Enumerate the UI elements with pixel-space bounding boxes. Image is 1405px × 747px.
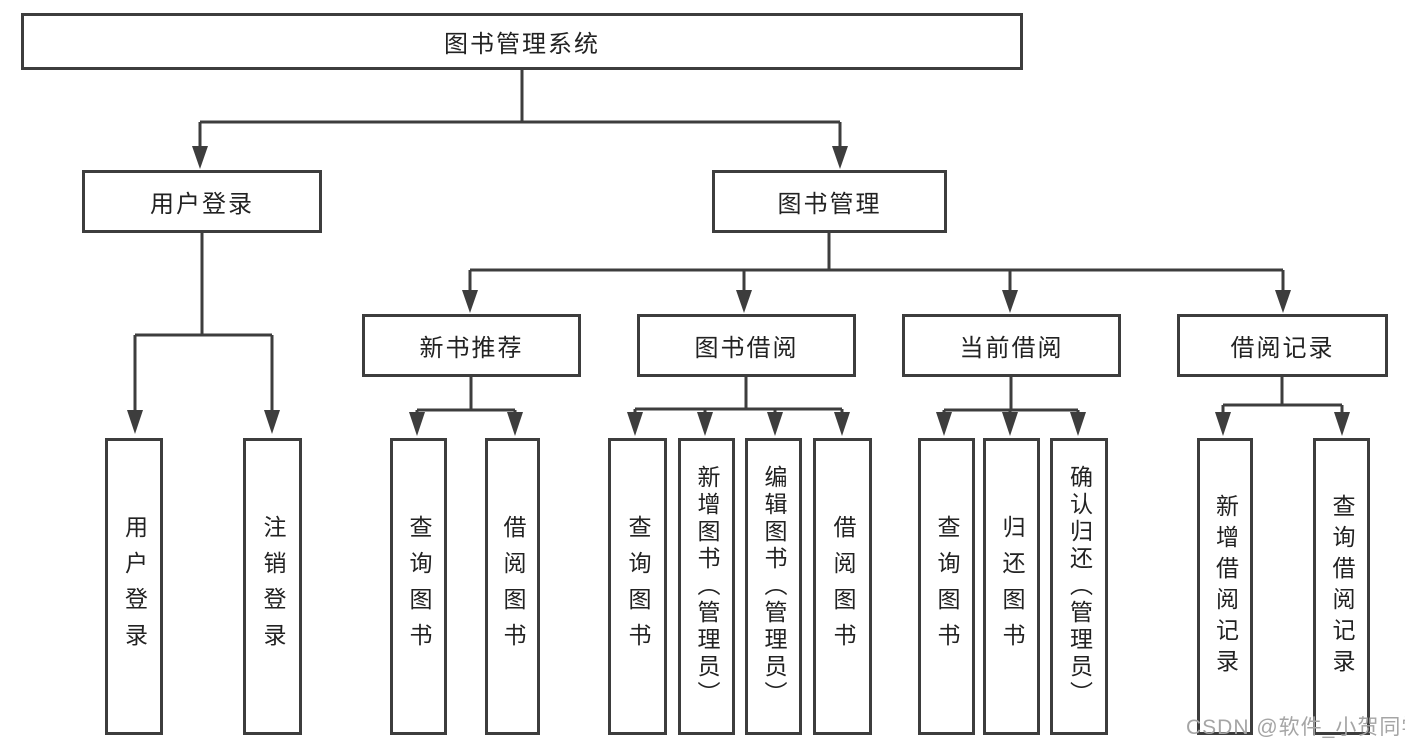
node-root: 图书管理系统 xyxy=(21,13,1023,70)
leaf-return-books: 归还图书 xyxy=(983,438,1040,735)
leaf-borrow-books-borrowing: 借阅图书 xyxy=(813,438,872,735)
leaf-query-books-borrowing: 查询图书 xyxy=(608,438,667,735)
node-book-management: 图书管理 xyxy=(712,170,947,233)
watermark: CSDN @软件_小贺同学 xyxy=(1186,716,1405,739)
leaf-add-book-admin: 新增图书（管理员） xyxy=(678,438,735,735)
leaf-add-borrow-record: 新增借阅记录 xyxy=(1197,438,1253,735)
leaf-borrow-books-recommend: 借阅图书 xyxy=(485,438,540,735)
leaf-query-borrow-record: 查询借阅记录 xyxy=(1313,438,1370,735)
leaf-edit-book-admin: 编辑图书（管理员） xyxy=(745,438,802,735)
node-user-login: 用户登录 xyxy=(82,170,322,233)
node-current-borrowing: 当前借阅 xyxy=(902,314,1121,377)
node-borrowing-records: 借阅记录 xyxy=(1177,314,1388,377)
node-book-borrowing: 图书借阅 xyxy=(637,314,856,377)
leaf-logout: 注销登录 xyxy=(243,438,302,735)
leaf-query-books-recommend: 查询图书 xyxy=(390,438,447,735)
leaf-query-books-current: 查询图书 xyxy=(918,438,975,735)
leaf-confirm-return-admin: 确认归还（管理员） xyxy=(1050,438,1108,735)
leaf-user-login: 用户登录 xyxy=(105,438,163,735)
node-new-book-recommendation: 新书推荐 xyxy=(362,314,581,377)
